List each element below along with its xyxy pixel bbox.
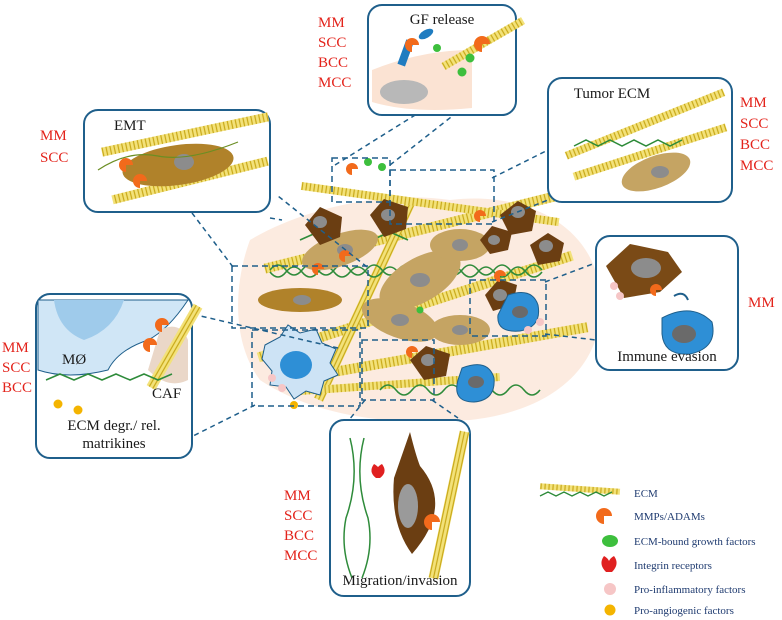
tumor-label: MCC <box>318 75 351 91</box>
emt-tumors: MM SCC <box>40 128 68 166</box>
panel-ecm-degradation-title-1: ECM degr./ rel. <box>67 418 160 434</box>
legend-label: MMPs/ADAMs <box>634 511 705 523</box>
legend-item-growth-factors: ECM-bound growth factors <box>602 535 756 548</box>
caf-label: CAF <box>152 386 181 402</box>
tumor-label: MCC <box>284 548 317 564</box>
legend-label: ECM <box>634 488 658 500</box>
legend-item-integrin: Integrin receptors <box>601 556 712 572</box>
panel-gf-release-title: GF release <box>410 12 475 28</box>
panel-emt: EMT <box>83 109 271 213</box>
central-factors <box>268 158 544 409</box>
panel-migration-invasion: Migration/invasion <box>329 419 471 597</box>
panel-ecm-degradation: MØ CAF ECM degr./ rel. matrikines <box>35 293 203 459</box>
tumor-label: MM <box>2 340 29 356</box>
legend-item-mmp: MMPs/ADAMs <box>596 508 705 524</box>
central-mmps <box>312 163 506 358</box>
panel-emt-title: EMT <box>114 118 146 134</box>
tumor-label: SCC <box>740 116 768 132</box>
ecm-degradation-tumors: MM SCC BCC <box>2 340 32 396</box>
gf-release-tumors: MM SCC BCC MCC <box>318 15 351 91</box>
legend-item-angiogenic: Pro-angiogenic factors <box>604 604 734 617</box>
panel-immune-evasion-title: Immune evasion <box>617 349 717 365</box>
connector-lines <box>191 109 599 437</box>
tumor-label: MM <box>748 295 775 311</box>
panel-tumor-ecm-title: Tumor ECM <box>574 86 651 102</box>
tumor-label: SCC <box>284 508 312 524</box>
tumor-label: BCC <box>318 55 348 71</box>
migration-invasion-tumors: MM SCC BCC MCC <box>284 488 317 564</box>
legend-label: Pro-inflammatory factors <box>634 584 746 596</box>
panel-migration-invasion-title: Migration/invasion <box>343 573 458 589</box>
tumor-label: MM <box>40 128 67 144</box>
ecm-fiber-icon <box>539 483 621 495</box>
tumor-label: SCC <box>40 150 68 166</box>
legend: ECM MMPs/ADAMs ECM-bound growth factors … <box>539 483 756 617</box>
panel-immune-evasion: Immune evasion <box>595 235 739 371</box>
mmp-pacman-icon <box>596 508 612 524</box>
tumor-label: SCC <box>318 35 346 51</box>
legend-item-inflammatory: Pro-inflammatory factors <box>604 583 746 596</box>
central-tissue <box>238 158 601 422</box>
legend-label: ECM-bound growth factors <box>634 536 756 548</box>
tumor-label: BCC <box>284 528 314 544</box>
panel-gf-release: GF release <box>367 4 526 116</box>
growth-factor-dot-icon <box>602 535 618 547</box>
tumor-label: MCC <box>740 158 773 174</box>
tumor-label: MM <box>740 95 767 111</box>
legend-label: Pro-angiogenic factors <box>634 605 734 617</box>
panel-ecm-degradation-title-2: matrikines <box>82 436 145 452</box>
tumor-label: MM <box>318 15 345 31</box>
inflammatory-dot-icon <box>604 583 616 595</box>
tumor-label: BCC <box>740 137 770 153</box>
zoom-regions <box>231 157 547 407</box>
legend-item-ecm: ECM <box>539 483 658 500</box>
tumor-label: BCC <box>2 380 32 396</box>
tumor-ecm-tumors: MM SCC BCC MCC <box>740 95 773 174</box>
panel-tumor-ecm: Tumor ECM <box>547 77 733 203</box>
integrin-icon <box>601 556 617 572</box>
tumor-label: SCC <box>2 360 30 376</box>
legend-label: Integrin receptors <box>634 560 712 572</box>
angiogenic-dot-icon <box>604 604 616 616</box>
tumor-label: MM <box>284 488 311 504</box>
macrophage-label: MØ <box>62 352 86 368</box>
immune-evasion-tumors: MM <box>748 295 775 311</box>
